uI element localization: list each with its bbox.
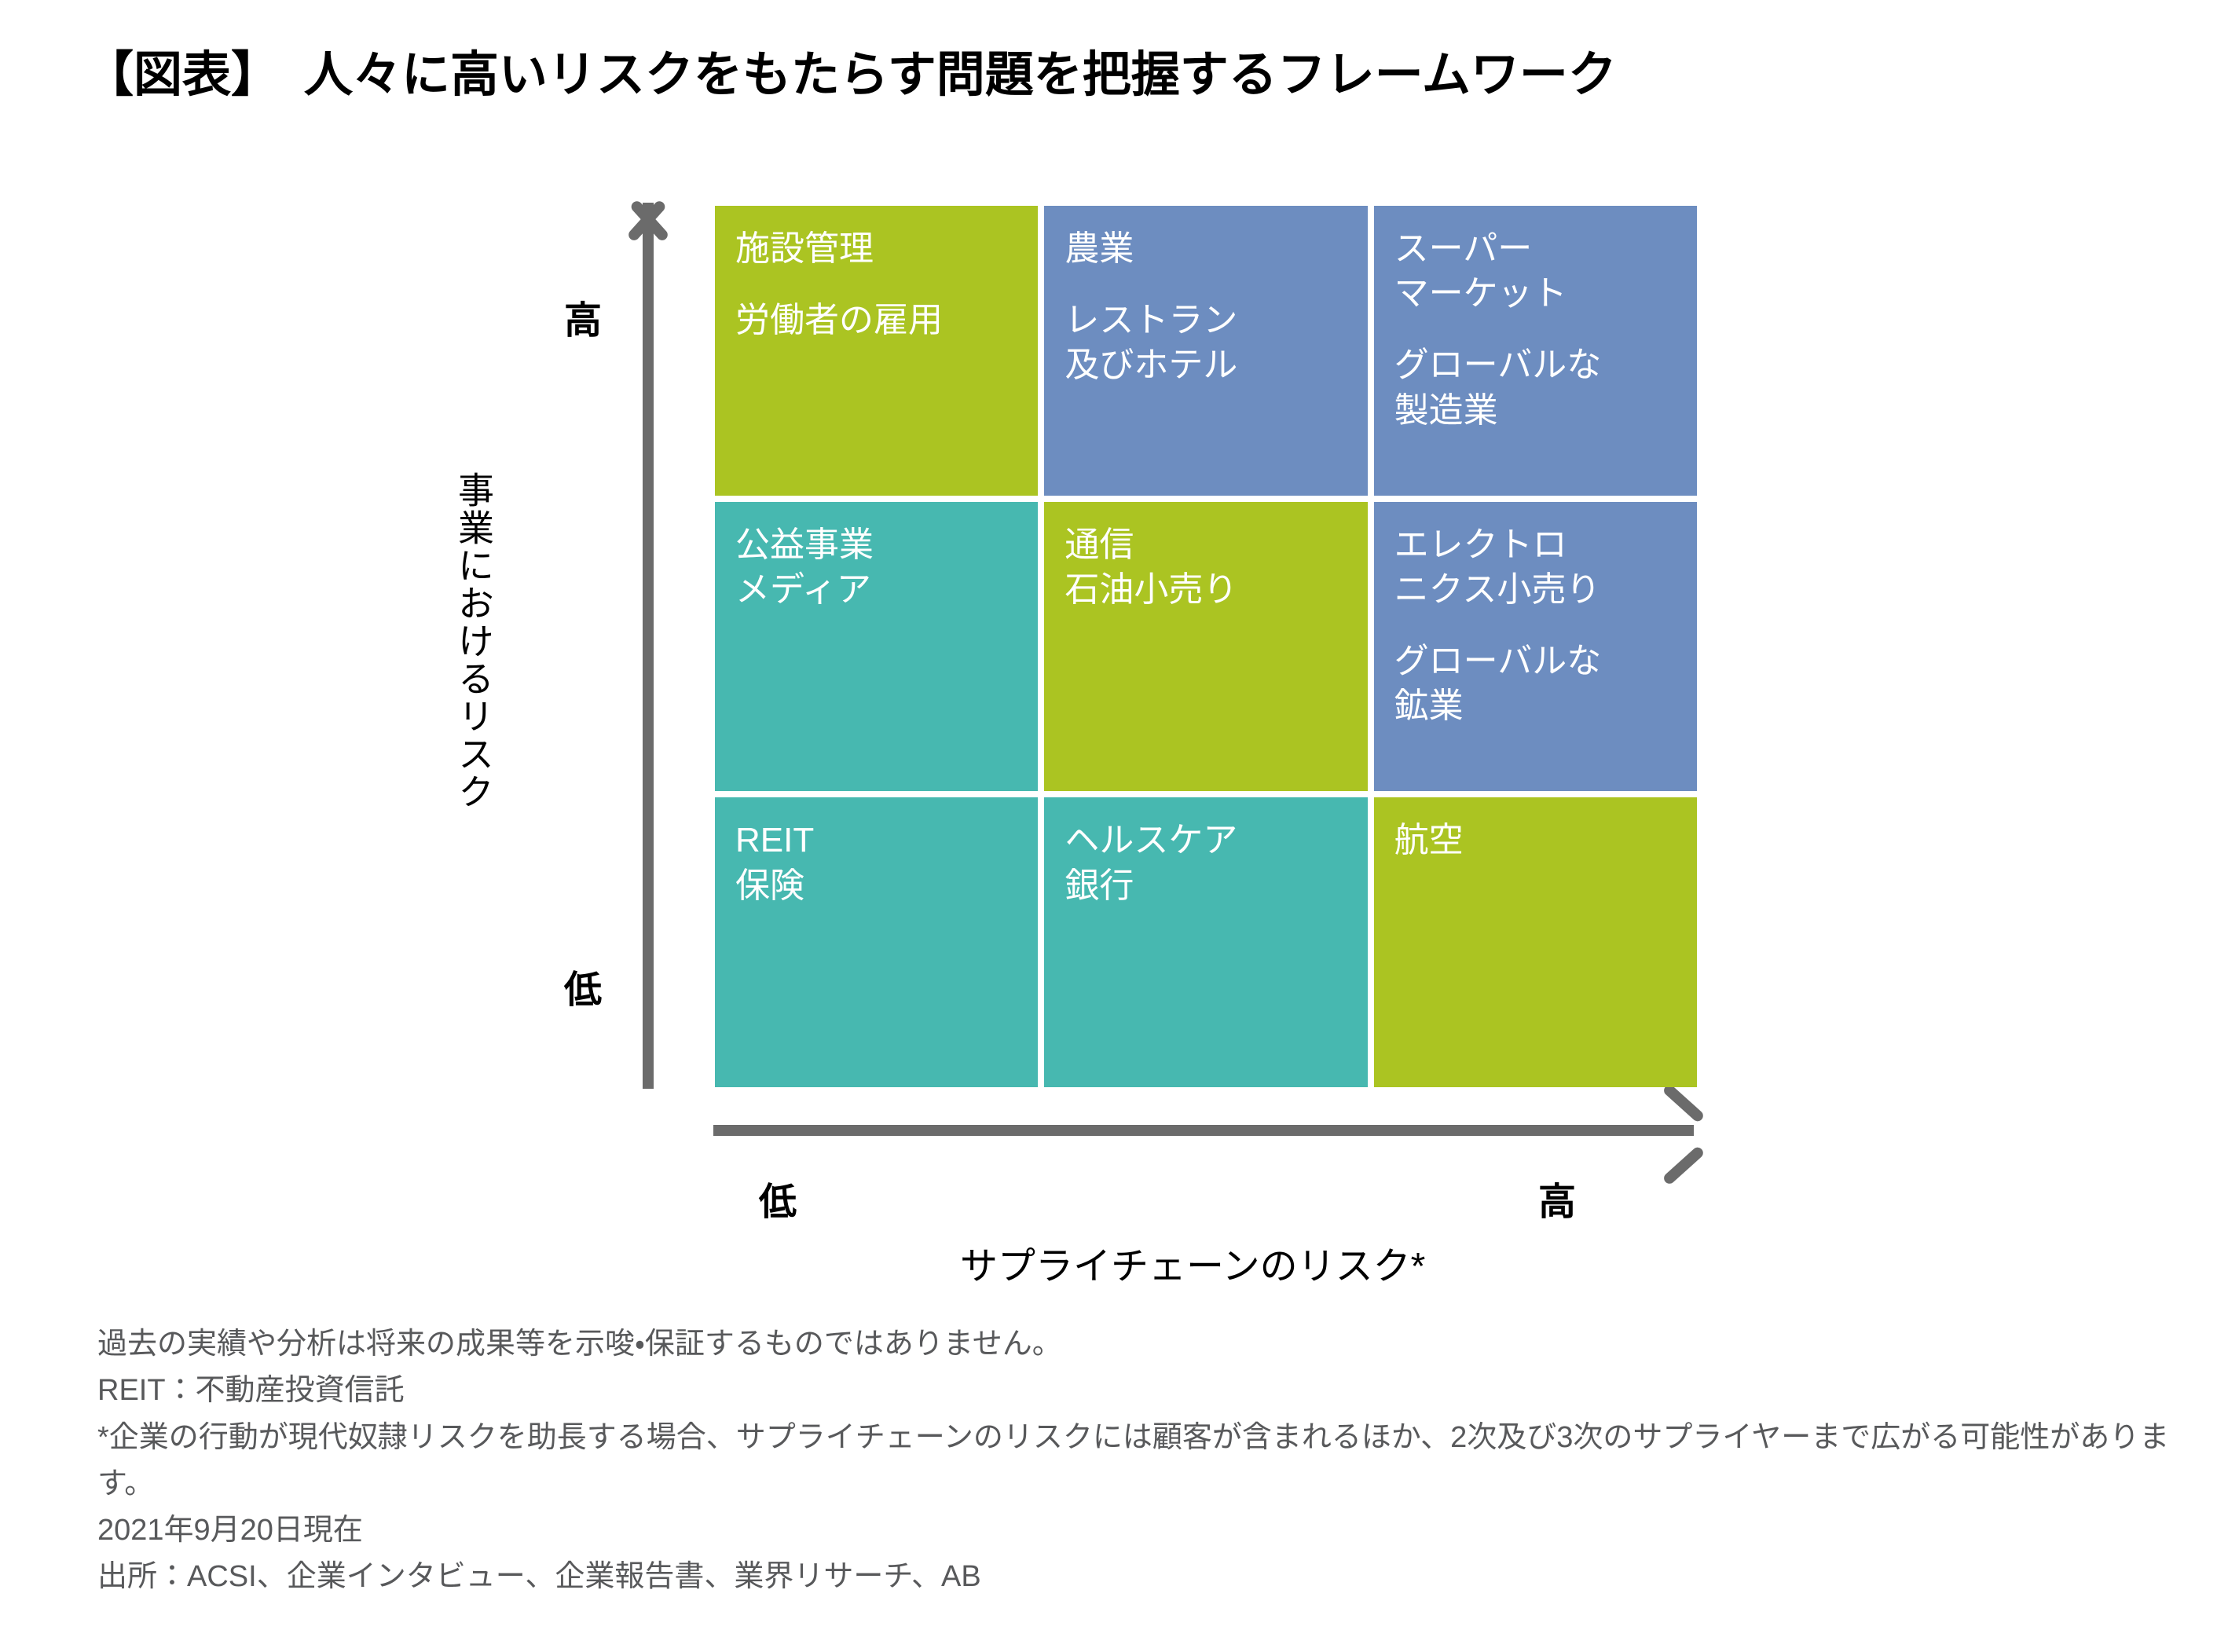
matrix-cell-label: 公益事業 メディア xyxy=(735,525,874,609)
matrix-cell-label: レストラン 及びホテル xyxy=(1065,301,1238,385)
matrix-cell-label: 通信 石油小売り xyxy=(1065,525,1238,609)
matrix-cell-low-high: 航空 xyxy=(1373,797,1697,1087)
matrix-cell-label: エレクトロ ニクス小売り xyxy=(1394,525,1601,609)
x-axis-low-label: 低 xyxy=(759,1181,797,1223)
matrix-cell-mid-low: 公益事業 メディア xyxy=(715,501,1039,792)
risk-matrix: 施設管理労働者の雇用農業レストラン 及びホテルスーパー マーケットグローバルな … xyxy=(715,206,1697,1087)
y-axis-high-label: 高 xyxy=(564,300,603,342)
matrix-cell-label: 施設管理 xyxy=(735,229,874,268)
matrix-cell-high-low: 施設管理労働者の雇用 xyxy=(715,206,1039,496)
matrix-cell-high-mid: 農業レストラン 及びホテル xyxy=(1044,206,1368,496)
footnote-line: 出所：ACSI、企業インタビュー、企業報告書、業界リサーチ、AB xyxy=(97,1560,981,1594)
page-title: 【図表】 人々に高いリスクをもたらす問題を把握するフレームワーク xyxy=(85,48,1617,102)
matrix-cell-label: 農業 xyxy=(1065,229,1134,268)
y-axis-low-label: 低 xyxy=(564,969,603,1011)
matrix-cell-label: スーパー マーケット xyxy=(1394,229,1567,313)
y-axis-line xyxy=(643,203,654,1089)
matrix-cell-label: グローバルな 鉱業 xyxy=(1394,642,1602,726)
matrix-cell-label: グローバルな 製造業 xyxy=(1394,346,1602,430)
matrix-cell-low-mid: ヘルスケア 銀行 xyxy=(1044,797,1368,1087)
x-axis-line xyxy=(713,1125,1694,1136)
x-axis-high-label: 高 xyxy=(1538,1181,1577,1223)
matrix-cell-high-high: スーパー マーケットグローバルな 製造業 xyxy=(1373,206,1697,496)
matrix-cell-label: ヘルスケア 銀行 xyxy=(1065,821,1238,905)
footnotes: 過去の実績や分析は将来の成果等を示唆・保証するものではありません。 REIT：不動… xyxy=(97,1321,2195,1601)
x-axis-title: サプライチェーンのリスク* xyxy=(960,1246,1426,1288)
matrix-cell-low-low: REIT 保険 xyxy=(715,797,1039,1087)
y-axis-title: 事業におけるリスク xyxy=(453,471,494,811)
footnote-line: *企業の行動が現代奴隷リスクを助長する場合、サプライチェーンのリスクには顧客が含… xyxy=(97,1420,2170,1500)
footnote-line: 2021年9月20日現在 xyxy=(97,1514,363,1548)
y-axis-arrow-icon xyxy=(617,198,680,253)
matrix-cell-label: 労働者の雇用 xyxy=(735,301,943,340)
footnote-line: REIT：不動産投資信託 xyxy=(97,1374,405,1408)
matrix-cell-mid-mid: 通信 石油小売り xyxy=(1044,501,1368,792)
matrix-cell-mid-high: エレクトロ ニクス小売りグローバルな 鉱業 xyxy=(1373,501,1697,792)
footnote-line: 過去の実績や分析は将来の成果等を示唆・保証するものではありません。 xyxy=(97,1328,1062,1361)
matrix-cell-label: REIT 保険 xyxy=(735,821,815,905)
x-axis-arrow-icon xyxy=(1650,1103,1705,1166)
matrix-cell-label: 航空 xyxy=(1394,821,1464,860)
